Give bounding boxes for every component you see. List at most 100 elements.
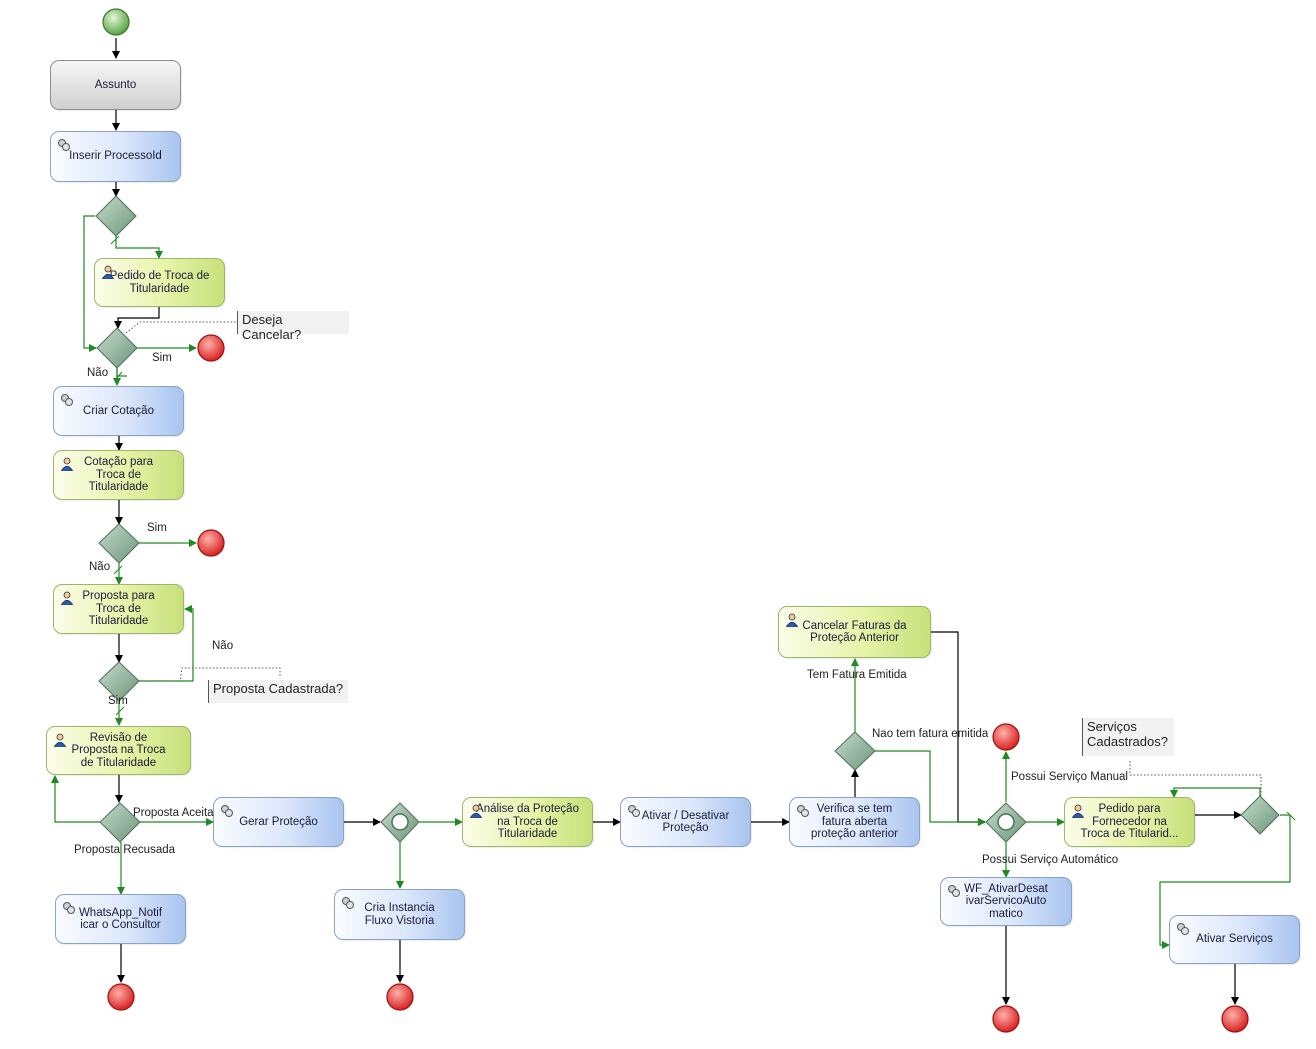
task-label: Cria Instancia Fluxo Vistoria <box>364 902 435 927</box>
label-sim: Sim <box>147 522 167 534</box>
label-nao: Não <box>212 640 234 652</box>
gateway-servicos-cadastrados <box>1240 795 1280 835</box>
user-task-icon <box>785 613 799 627</box>
service-task-icon <box>797 805 809 817</box>
task-label: Verifica se tem fatura aberta proteção a… <box>811 803 898 841</box>
task-cria-instancia[interactable]: Cria Instancia Fluxo Vistoria <box>334 889 465 940</box>
task-label: WF_AtivarDesativarServicoAutomatico <box>964 882 1048 920</box>
flow-cancelar-gateway <box>931 631 986 826</box>
task-label: Ativar Serviços <box>1196 933 1273 946</box>
task-gerar-protecao[interactable]: Gerar Proteção <box>213 797 344 847</box>
label-nao: Não <box>87 367 109 379</box>
gateway-cotacao <box>98 523 140 564</box>
end-event-wf <box>992 1005 1020 1033</box>
task-label: Análise da Proteção na Troca de Titulari… <box>476 803 579 841</box>
user-task-icon <box>101 265 115 279</box>
end-event-instancia <box>386 983 414 1011</box>
default-flow-mark <box>1286 811 1296 821</box>
task-label: Proposta para Troca de Titularidade <box>82 590 155 628</box>
service-task-icon <box>948 885 960 897</box>
task-label: WhatsApp_Notificar o Consultor <box>78 906 163 932</box>
start-event <box>102 8 130 36</box>
service-task-icon <box>342 897 354 909</box>
task-proposta-troca[interactable]: Proposta para Troca de Titularidade <box>53 584 184 634</box>
end-event-manual <box>992 723 1020 751</box>
annotation-deseja-cancelar: Deseja Cancelar? <box>237 311 349 342</box>
task-ativar-desativar[interactable]: Ativar / Desativar Proteção <box>620 797 751 847</box>
annotation-link-proposta <box>140 667 281 682</box>
task-label: Revisão de Proposta na Troca de Titulari… <box>71 731 166 769</box>
user-task-icon <box>53 733 67 747</box>
label-proposta-aceita: Proposta Aceita <box>133 807 214 819</box>
default-flow-mark <box>110 235 120 245</box>
task-cotacao-troca[interactable]: Cotação para Troca de Titularidade <box>53 450 184 500</box>
task-label: Pedido de Troca de Titularidade <box>109 270 210 295</box>
gateway-deseja-cancelar <box>96 327 138 369</box>
task-verifica-fatura[interactable]: Verifica se tem fatura aberta proteção a… <box>789 797 920 847</box>
user-task-icon <box>469 804 483 818</box>
gateway-proposta-cadastrada <box>98 661 140 702</box>
annotation-proposta-cadastrada: Proposta Cadastrada? <box>208 680 348 703</box>
task-label: Gerar Proteção <box>239 815 318 828</box>
end-event-cancelar <box>197 334 225 362</box>
task-ativar-servicos[interactable]: Ativar Serviços <box>1169 915 1300 964</box>
flow-gw8-fornecedor-loop <box>1170 787 1261 798</box>
service-task-icon <box>1177 923 1189 935</box>
task-label: Inserir ProcessoId <box>69 150 162 163</box>
gateway-servico-marker <box>997 813 1015 831</box>
end-event-servicos <box>1221 1005 1249 1033</box>
task-inserir-processoid[interactable]: Inserir ProcessoId <box>50 131 181 182</box>
label-sim: Sim <box>152 352 172 364</box>
task-cancelar-faturas[interactable]: Cancelar Faturas da Proteção Anterior <box>778 606 931 658</box>
label-nao: Não <box>89 561 111 573</box>
task-assunto[interactable]: Assunto <box>50 60 181 110</box>
gateway-fatura <box>834 731 876 771</box>
task-pedido-troca[interactable]: Pedido de Troca de Titularidade <box>94 258 225 307</box>
default-flow-mark <box>115 706 125 716</box>
label-tem-fatura: Tem Fatura Emitida <box>807 669 907 681</box>
annotation-link-servicos <box>1129 760 1262 796</box>
annotation-servicos-cadastrados: Serviços Cadastrados? <box>1082 718 1174 756</box>
service-task-icon <box>63 902 75 914</box>
default-flow-mark <box>113 565 123 575</box>
gateway-parallel-marker <box>391 813 409 831</box>
service-task-icon <box>221 805 233 817</box>
task-label: Assunto <box>94 78 137 91</box>
annotation-link-cancelar <box>125 321 237 334</box>
task-label: Criar Cotação <box>83 404 154 417</box>
label-possui-automatico: Possui Serviço Automático <box>982 854 1119 866</box>
gateway-proposta-aceita <box>99 802 141 843</box>
label-nao-tem-fatura: Nao tem fatura emitida <box>872 728 989 740</box>
task-analise-protecao[interactable]: Análise da Proteção na Troca de Titulari… <box>462 797 593 847</box>
service-task-icon <box>58 139 70 151</box>
flow-pedido-gateway <box>114 307 160 329</box>
task-label: Cotação para Troca de Titularidade <box>83 456 154 494</box>
gateway-1 <box>95 195 137 237</box>
end-event-whatsapp <box>107 983 135 1011</box>
service-task-icon <box>628 805 640 817</box>
task-wf-ativar[interactable]: WF_AtivarDesativarServicoAutomatico <box>940 877 1072 926</box>
user-task-icon <box>1071 804 1085 818</box>
flow-gw5-revisao-loop <box>51 775 100 823</box>
end-event-cotacao <box>197 529 225 557</box>
task-label: Cancelar Faturas da Proteção Anterior <box>802 619 907 645</box>
service-task-icon <box>61 394 73 406</box>
user-task-icon <box>60 457 74 471</box>
task-criar-cotacao[interactable]: Criar Cotação <box>53 386 184 436</box>
flow-gw8-servicos <box>1159 814 1291 949</box>
task-label: Ativar / Desativar Proteção <box>641 809 730 835</box>
label-proposta-recusada: Proposta Recusada <box>74 844 176 856</box>
task-revisao-proposta[interactable]: Revisão de Proposta na Troca de Titulari… <box>46 726 191 775</box>
label-sim: Sim <box>108 695 128 707</box>
task-whatsapp[interactable]: WhatsApp_Notificar o Consultor <box>55 894 186 944</box>
flow-gw1-gw2 <box>83 215 97 352</box>
default-flow-mark <box>114 371 123 381</box>
task-label: Pedido para Fornecedor na Troca de Titul… <box>1080 803 1179 841</box>
task-pedido-fornecedor[interactable]: Pedido para Fornecedor na Troca de Titul… <box>1064 797 1195 847</box>
flow-gw1-pedido <box>115 236 163 259</box>
user-task-icon <box>60 591 74 605</box>
flow-gw6-gw7 <box>875 750 986 826</box>
label-possui-manual: Possui Serviço Manual <box>1011 771 1128 783</box>
